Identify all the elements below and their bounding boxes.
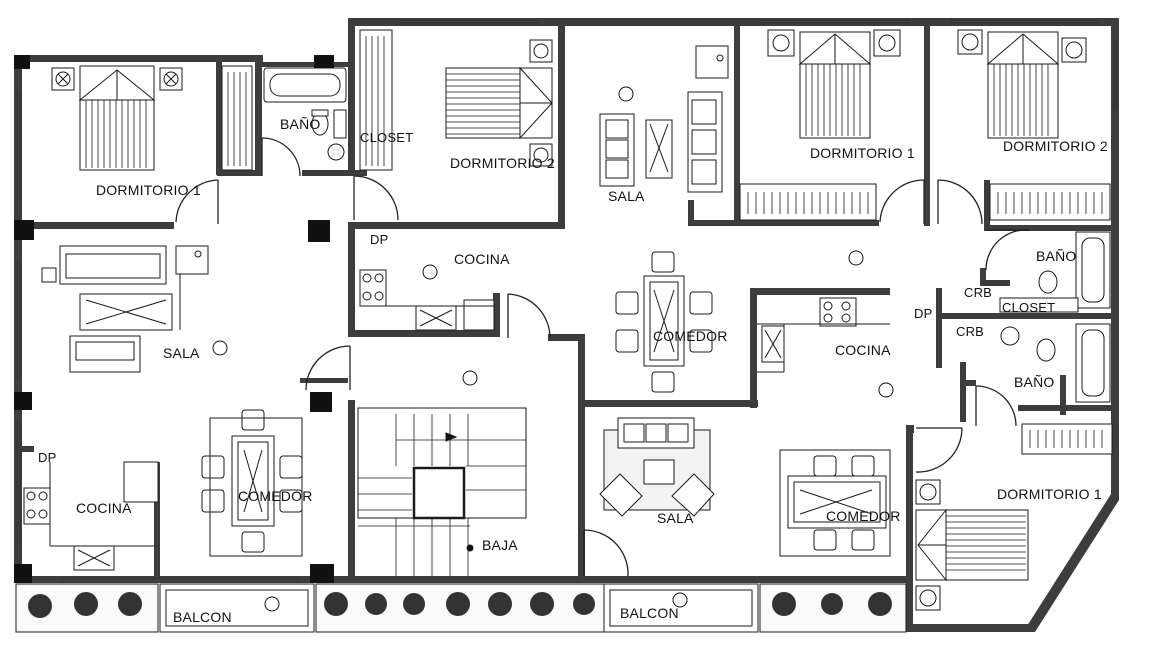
room-label-bano-right-2: BAÑO [1014,374,1055,390]
comedor-right-table [779,449,891,557]
label-dp-right: DP [914,306,933,321]
sala-left-furniture [41,245,209,373]
closet-dorm1-right [739,183,877,221]
room-label-bano-top: BAÑO [280,116,321,132]
closet-top [359,29,393,171]
cocina-mid-counter [359,269,495,331]
label-dp-left: DP [370,232,389,247]
room-label-cocina-right: COCINA [835,342,891,358]
room-label-sala-top: SALA [608,188,645,204]
bed-dorm1-left [51,65,183,171]
staircase [357,407,527,576]
closet-left [221,65,253,171]
label-crb-1: CRB [964,285,993,300]
label-dp-bottom: DP [38,450,57,465]
cocina-left-counter [23,461,159,571]
room-label-closet-right: CLOSET [1002,300,1056,315]
room-label-bano-right-1: BAÑO [1036,248,1077,264]
room-label-cocina-left: COCINA [76,500,132,516]
bath-right-fixtures [999,231,1111,403]
door-swings [175,137,1031,577]
room-label-dormitorio-2-right: DORMITORIO 2 [1003,138,1108,154]
comedor-left-table [201,409,303,557]
room-label-cocina-mid: COCINA [454,251,510,267]
cocina-right-counter [757,297,890,373]
person-icons [212,86,894,612]
room-label-dormitorio-1-left: DORMITORIO 1 [96,182,201,198]
sala-bottom-furniture [599,417,715,517]
room-label-comedor-left: COMEDOR [238,488,313,504]
closet-dorm2-right [989,183,1111,221]
label-crb-2: CRB [956,324,985,339]
closet-bottom-right [1021,423,1113,455]
room-label-comedor-mid: COMEDOR [653,328,728,344]
stair-label-baja: BAJA [482,537,518,553]
bed-dorm1-bottom [915,479,1029,611]
structural-columns [14,55,334,583]
room-label-balcon-mid: BALCON [620,605,679,621]
room-label-dormitorio-1-right: DORMITORIO 1 [810,145,915,161]
bathtub-top [263,67,347,161]
room-label-sala-bottom: SALA [657,510,694,526]
sala-top-furniture [599,45,729,193]
room-label-dormitorio-1-bottom: DORMITORIO 1 [997,486,1102,502]
bed-dorm2-top [445,39,553,167]
bed-dorm1-right [767,29,901,139]
room-label-dormitorio-2-top: DORMITORIO 2 [450,155,555,171]
exterior-walls [14,18,1119,632]
room-label-closet: CLOSET [360,130,414,145]
interior-walls [14,18,1119,580]
plant-icons [28,592,892,618]
room-label-balcon-left: BALCON [173,609,232,625]
room-label-sala-left: SALA [163,345,200,361]
comedor-mid-table [615,251,713,393]
windows [16,19,1117,579]
room-label-comedor-right: COMEDOR [826,508,901,524]
bed-dorm2-right [957,29,1087,139]
